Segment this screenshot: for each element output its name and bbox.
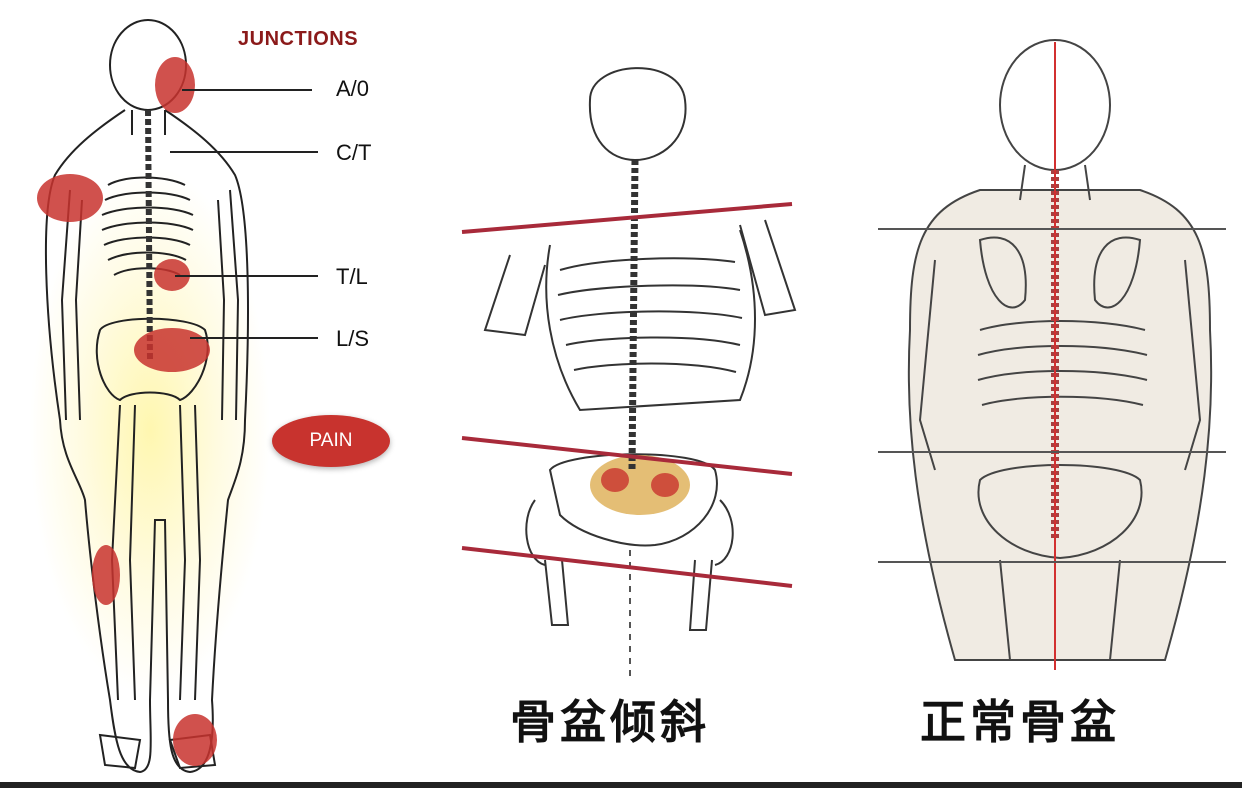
- pain-legend-badge: PAIN: [272, 415, 390, 467]
- hip-tilt-line: [461, 546, 793, 588]
- pain-legend-label: PAIN: [309, 430, 353, 451]
- bottom-border: [0, 782, 1242, 788]
- normal-pelvis-panel: 正常骨盆: [860, 0, 1242, 788]
- junction-label-tl: T/L: [336, 264, 368, 289]
- level-reference-lines: [878, 228, 1226, 563]
- tilted-alignment-lines: [461, 202, 793, 588]
- junction-label-ao: A/0: [336, 76, 370, 101]
- pain-area-neck: [155, 57, 195, 113]
- pain-area-foot: [173, 714, 217, 766]
- tilted-pelvis-caption: 骨盆倾斜: [510, 695, 710, 749]
- normal-skeleton-illustration: [878, 39, 1226, 670]
- junctions-panel: JUNCTIONS A/0 C/T T/L L/S PAIN: [0, 0, 420, 788]
- normal-pelvis-caption: 正常骨盆: [920, 695, 1120, 749]
- shoulder-tilt-line: [461, 202, 793, 234]
- skeleton-illustration: [37, 19, 318, 774]
- junction-label-ct: C/T: [336, 140, 372, 165]
- junctions-title: JUNCTIONS: [238, 28, 359, 50]
- pain-areas: [37, 57, 217, 766]
- iliac-crest-tilt-line: [461, 436, 793, 476]
- body-silhouette: [907, 189, 1213, 661]
- pain-area-lumbosacral: [134, 328, 210, 372]
- tilted-pelvis-panel: 骨盆倾斜: [440, 0, 820, 788]
- pain-area-shoulder: [37, 174, 103, 222]
- pain-area-knee: [92, 545, 120, 605]
- junction-label-ls: L/S: [336, 326, 370, 351]
- tilted-skeleton-illustration: [461, 67, 797, 680]
- pain-area-thoracolumbar: [154, 259, 190, 291]
